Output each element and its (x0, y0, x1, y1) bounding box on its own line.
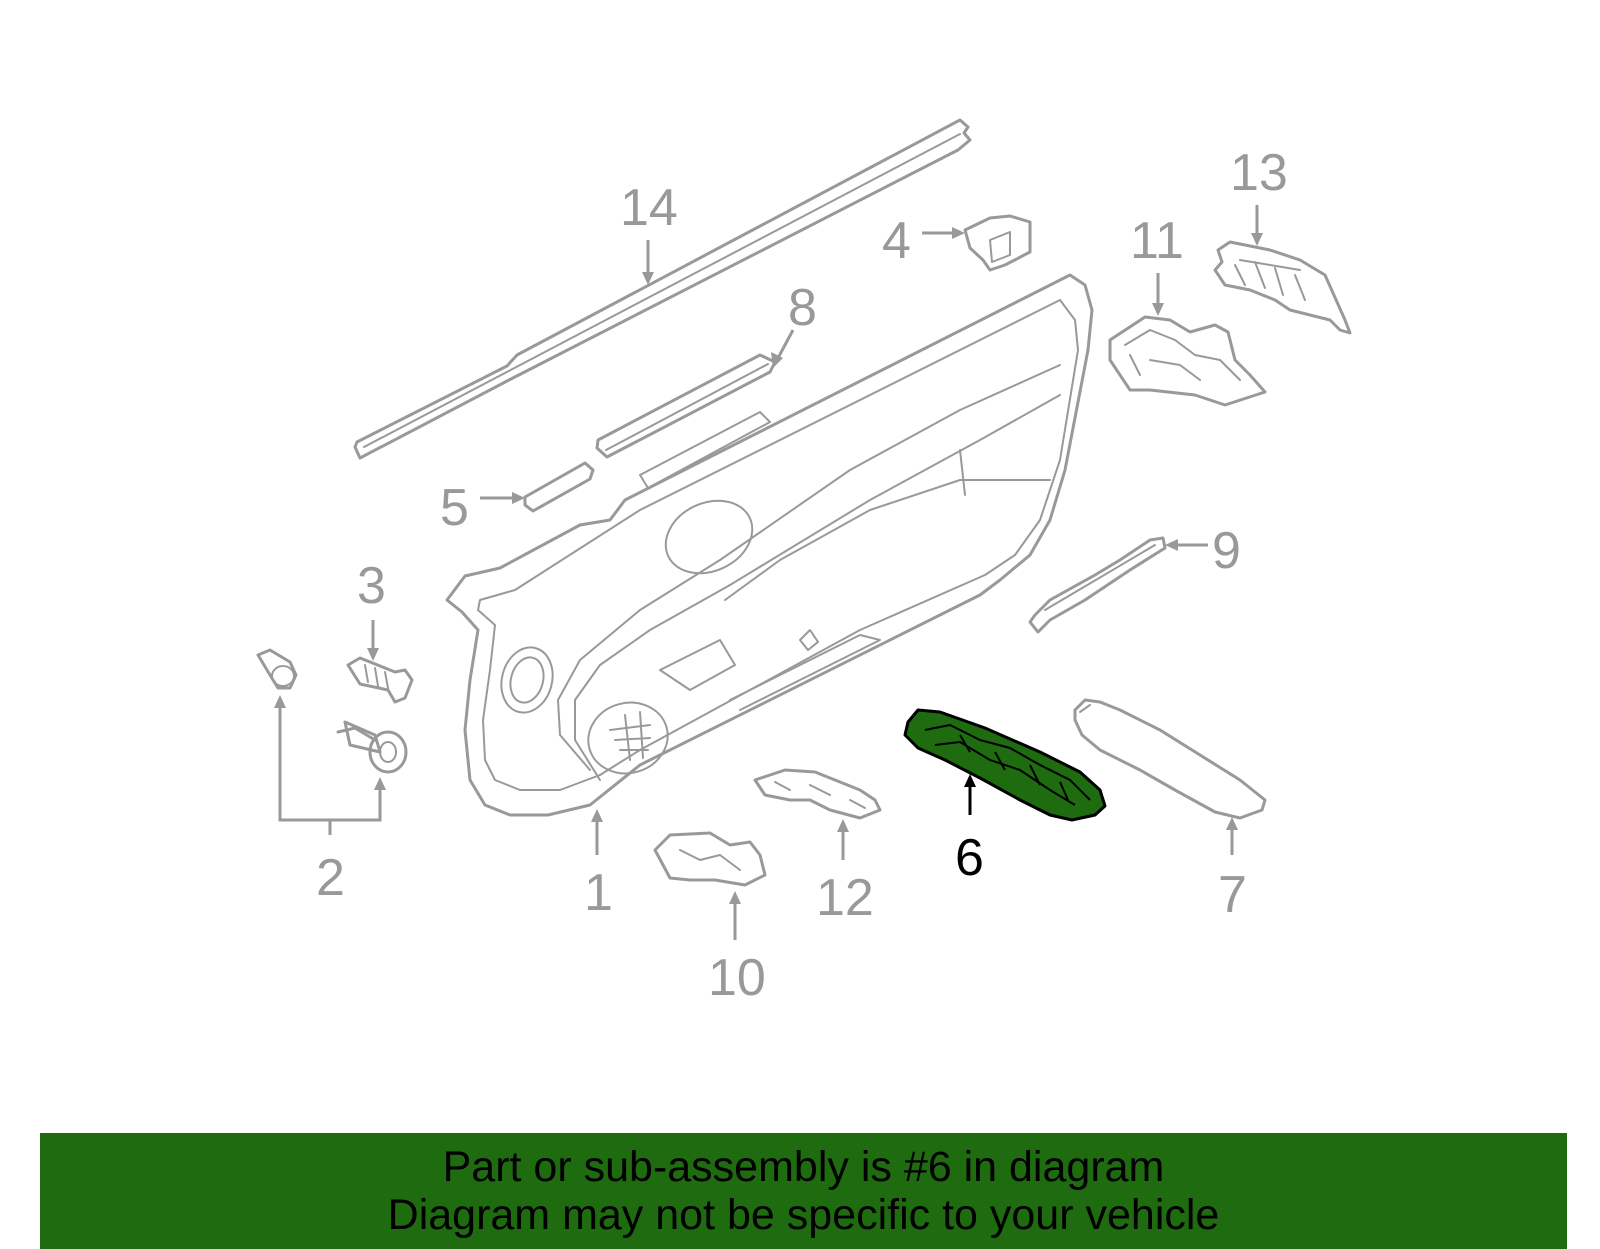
callout-4: 4 (882, 212, 911, 270)
callout-1: 1 (584, 864, 613, 922)
callout-7: 7 (1218, 866, 1247, 924)
part-2-fasteners[interactable] (256, 648, 408, 774)
part-1-door-trim-panel[interactable] (445, 273, 1094, 817)
callout-8: 8 (788, 279, 817, 337)
part-6-armrest-highlighted[interactable] (903, 708, 1107, 822)
callout-11: 11 (1130, 212, 1184, 270)
part-4-clip[interactable] (963, 214, 1032, 272)
banner-line-1: Part or sub-assembly is #6 in diagram (442, 1143, 1165, 1191)
callout-2: 2 (316, 849, 345, 907)
part-10-bracket[interactable] (653, 831, 767, 887)
callout-10: 10 (708, 949, 766, 1007)
callout-12: 12 (816, 869, 874, 927)
info-banner: Part or sub-assembly is #6 in diagram Di… (40, 1133, 1567, 1249)
part-9-strip[interactable] (1028, 536, 1167, 634)
callout-6: 6 (955, 829, 984, 887)
leader-lines (274, 205, 1263, 940)
part-13-bracket[interactable] (1213, 240, 1352, 335)
callout-3: 3 (357, 557, 386, 615)
part-12-bracket[interactable] (753, 768, 882, 820)
parts-diagram: 14 8 5 4 3 2 1 10 12 6 7 9 11 13 (256, 118, 1352, 1007)
callout-labels: 14 8 5 4 3 2 1 10 12 6 7 9 11 13 (316, 144, 1288, 1007)
part-11-bracket[interactable] (1108, 315, 1267, 407)
callout-5: 5 (440, 479, 469, 537)
callout-14: 14 (620, 179, 678, 237)
part-3-screw[interactable] (346, 656, 414, 704)
part-7-armrest-pad[interactable] (1073, 698, 1267, 820)
part-5-small-strip[interactable] (523, 461, 595, 513)
callout-13: 13 (1230, 144, 1288, 202)
banner-line-2: Diagram may not be specific to your vehi… (387, 1191, 1220, 1239)
part-8-trim-strip[interactable] (595, 353, 777, 459)
part-14-weatherstrip[interactable] (353, 118, 972, 460)
callout-9: 9 (1212, 522, 1241, 580)
